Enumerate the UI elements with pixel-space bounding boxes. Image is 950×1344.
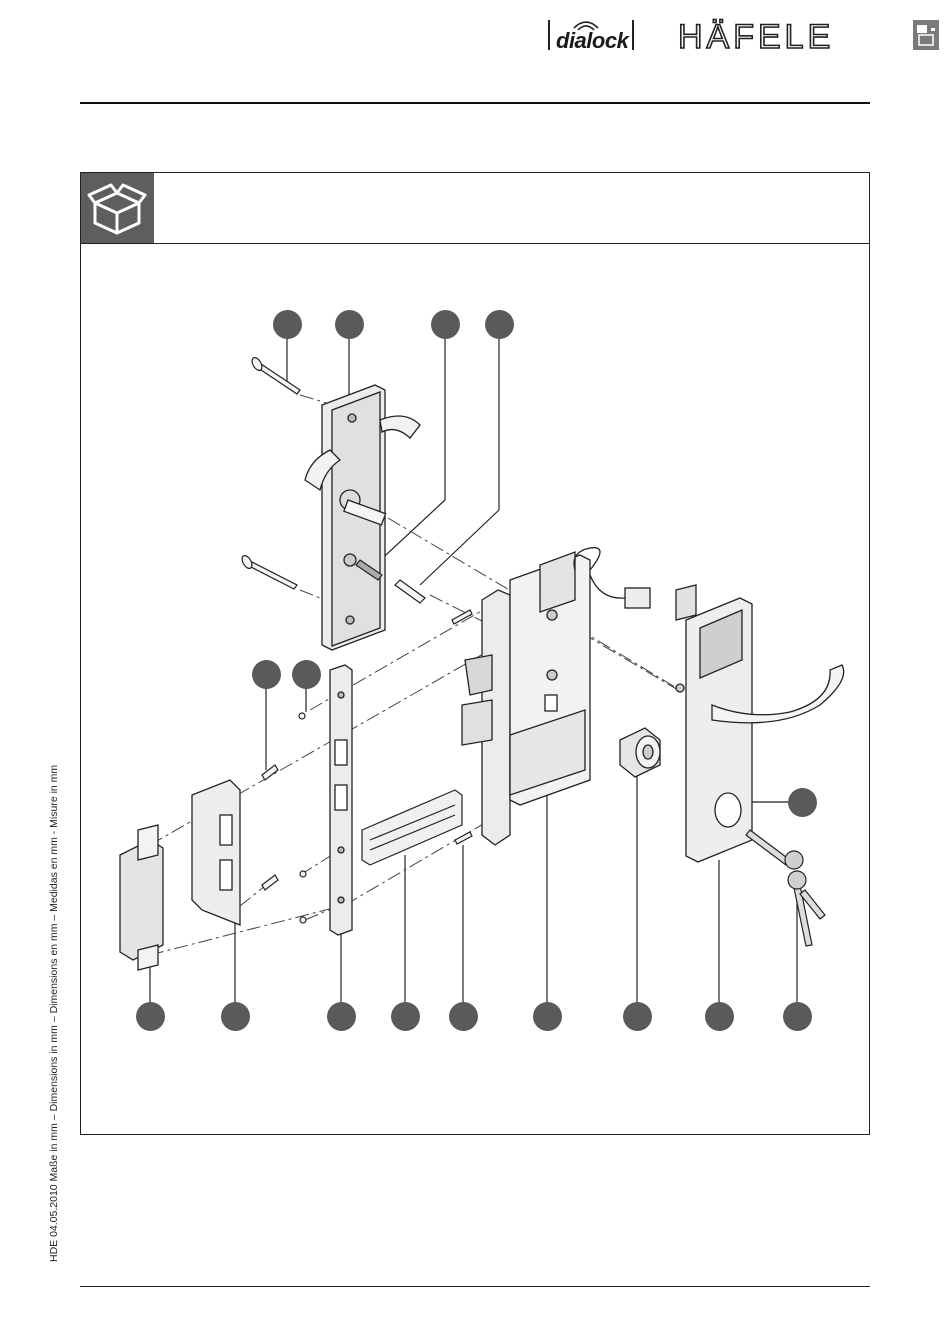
key bbox=[746, 830, 790, 865]
callout-marker bbox=[221, 1002, 250, 1031]
callout-marker bbox=[623, 1002, 652, 1031]
callout-marker bbox=[136, 1002, 165, 1031]
callout-marker bbox=[327, 1002, 356, 1031]
callout-marker bbox=[431, 310, 460, 339]
callout-marker bbox=[391, 1002, 420, 1031]
callout-marker bbox=[788, 788, 817, 817]
document-footer-vertical: HDE 04.05.2010 Maße in mm – Dimensions i… bbox=[48, 765, 60, 1262]
callout-marker bbox=[252, 660, 281, 689]
callout-marker bbox=[335, 310, 364, 339]
callout-marker bbox=[533, 1002, 562, 1031]
callout-marker bbox=[485, 310, 514, 339]
callout-marker bbox=[783, 1002, 812, 1031]
callout-marker bbox=[449, 1002, 478, 1031]
callout-marker bbox=[292, 660, 321, 689]
battery-pack bbox=[362, 790, 462, 865]
callout-marker bbox=[273, 310, 302, 339]
strike-plate bbox=[192, 780, 240, 925]
callout-marker bbox=[705, 1002, 734, 1031]
footer-rule bbox=[80, 1286, 870, 1287]
